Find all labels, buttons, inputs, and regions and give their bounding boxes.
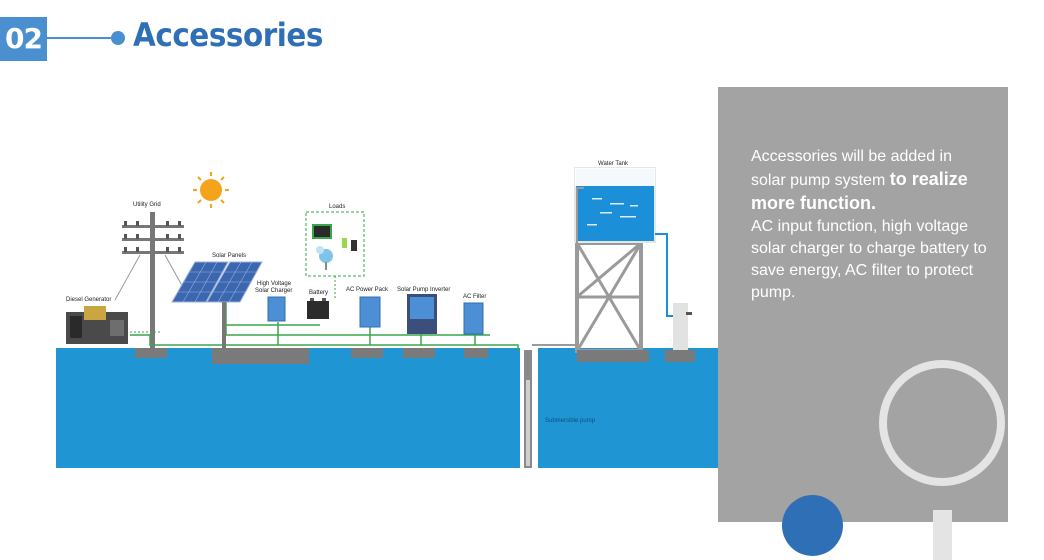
pole-base xyxy=(135,348,167,358)
section-title: Accessories xyxy=(133,16,323,54)
info-text-part1: Accessories will be added in solar pump … xyxy=(751,148,952,189)
diesel-generator-icon xyxy=(66,306,128,344)
inverter-base xyxy=(403,348,435,358)
info-text-part2: AC input function, high voltage solar ch… xyxy=(751,218,987,301)
section-number-badge: 02 xyxy=(0,17,47,61)
solar-pump-inverter-icon xyxy=(407,294,437,334)
info-panel-text: Accessories will be added in solar pump … xyxy=(751,146,991,304)
battery-icon xyxy=(307,298,329,319)
utility-pole-icon xyxy=(114,212,191,352)
tank-pipe xyxy=(532,187,584,346)
label-ac-power-pack: AC Power Pack xyxy=(346,287,389,293)
label-ac-filter: AC Filter xyxy=(463,294,487,300)
label-battery: Battery xyxy=(309,290,329,296)
solar-panels-icon xyxy=(171,261,263,350)
label-submersible-pump: Submersible pump xyxy=(545,418,596,424)
solar-panels-base xyxy=(212,348,309,364)
solar-charger-icon xyxy=(267,296,286,322)
submersible-pump-body xyxy=(526,380,530,466)
ground-right xyxy=(538,348,720,468)
header-dot xyxy=(111,31,125,45)
ac-filter-base xyxy=(464,348,488,358)
label-high-voltage: High Voltage xyxy=(257,281,292,287)
ac-power-pack-base xyxy=(351,348,383,358)
header-connector-line xyxy=(47,37,113,39)
loads-box xyxy=(305,211,365,277)
info-text-bold: to realize more function. xyxy=(751,169,968,213)
sun-icon xyxy=(193,172,229,208)
blue-dot-decoration xyxy=(782,495,843,556)
ac-filter-icon xyxy=(463,302,484,335)
water-tap-icon xyxy=(673,303,692,351)
tank-base xyxy=(577,350,649,362)
label-loads: Loads xyxy=(329,204,346,210)
label-water-tank: Water Tank xyxy=(598,161,629,167)
tap-base xyxy=(665,350,695,362)
ac-power-pack-icon xyxy=(359,296,381,328)
label-diesel-generator: Diesel Generator xyxy=(66,297,112,303)
label-solar-pump-inverter: Solar Pump Inverter xyxy=(397,287,451,293)
water-tank-icon xyxy=(574,167,656,353)
label-utility-grid: Utility Grid xyxy=(133,202,161,208)
ground-left xyxy=(56,348,520,468)
label-solar-charger: Solar Charger xyxy=(255,288,293,294)
label-solar-panels: Solar Panels xyxy=(212,253,247,259)
